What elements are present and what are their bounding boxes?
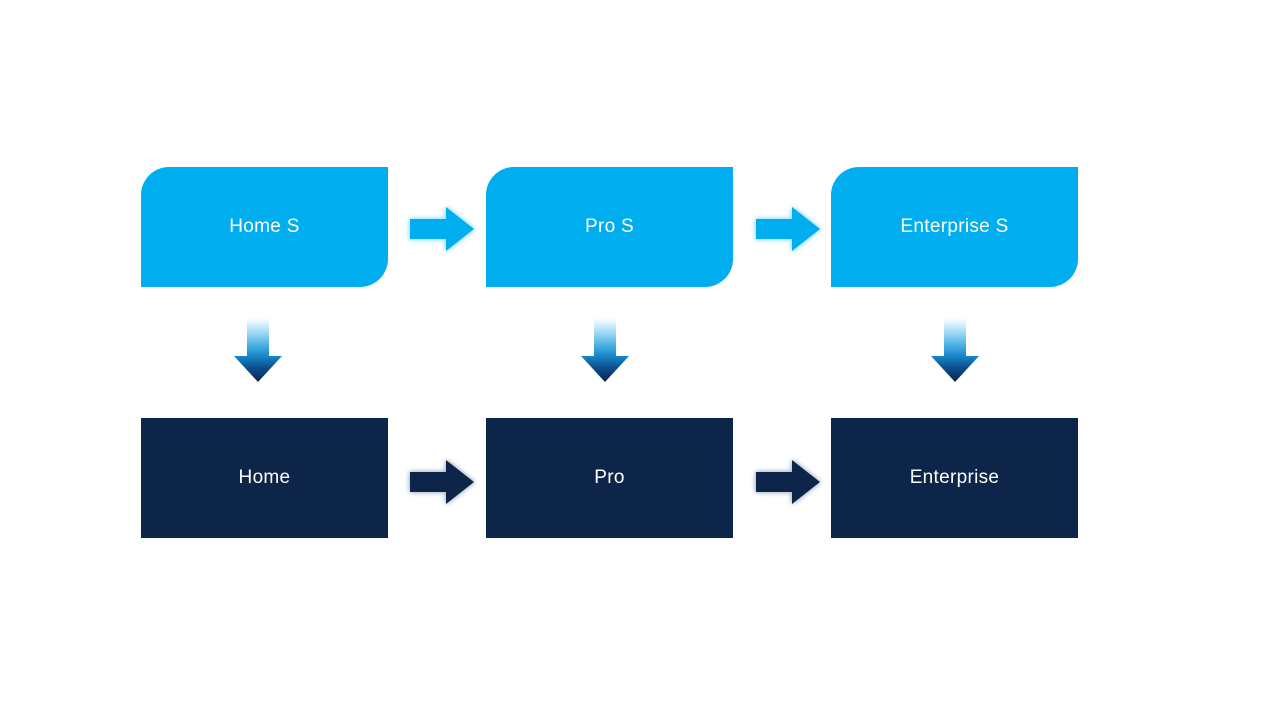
node-pro: Pro (486, 418, 733, 538)
right-arrow-icon (410, 207, 474, 251)
node-pro-label: Pro (594, 467, 625, 488)
node-home-label: Home (238, 467, 291, 488)
node-enterprise-label: Enterprise (909, 467, 1000, 488)
node-enterprise-s-label: Enterprise S (900, 216, 1009, 237)
down-arrow-icon (234, 318, 282, 382)
right-arrow-icon (756, 207, 820, 251)
right-arrow-icon (756, 460, 820, 504)
down-arrow-icon (931, 318, 979, 382)
node-pro-s: Pro S (486, 167, 733, 287)
node-home-s: Home S (141, 167, 388, 287)
node-home-s-label: Home S (229, 216, 300, 237)
node-enterprise: Enterprise (831, 418, 1078, 538)
down-arrow-icon (581, 318, 629, 382)
node-pro-s-label: Pro S (584, 216, 635, 237)
node-enterprise-s: Enterprise S (831, 167, 1078, 287)
node-home: Home (141, 418, 388, 538)
right-arrow-icon (410, 460, 474, 504)
